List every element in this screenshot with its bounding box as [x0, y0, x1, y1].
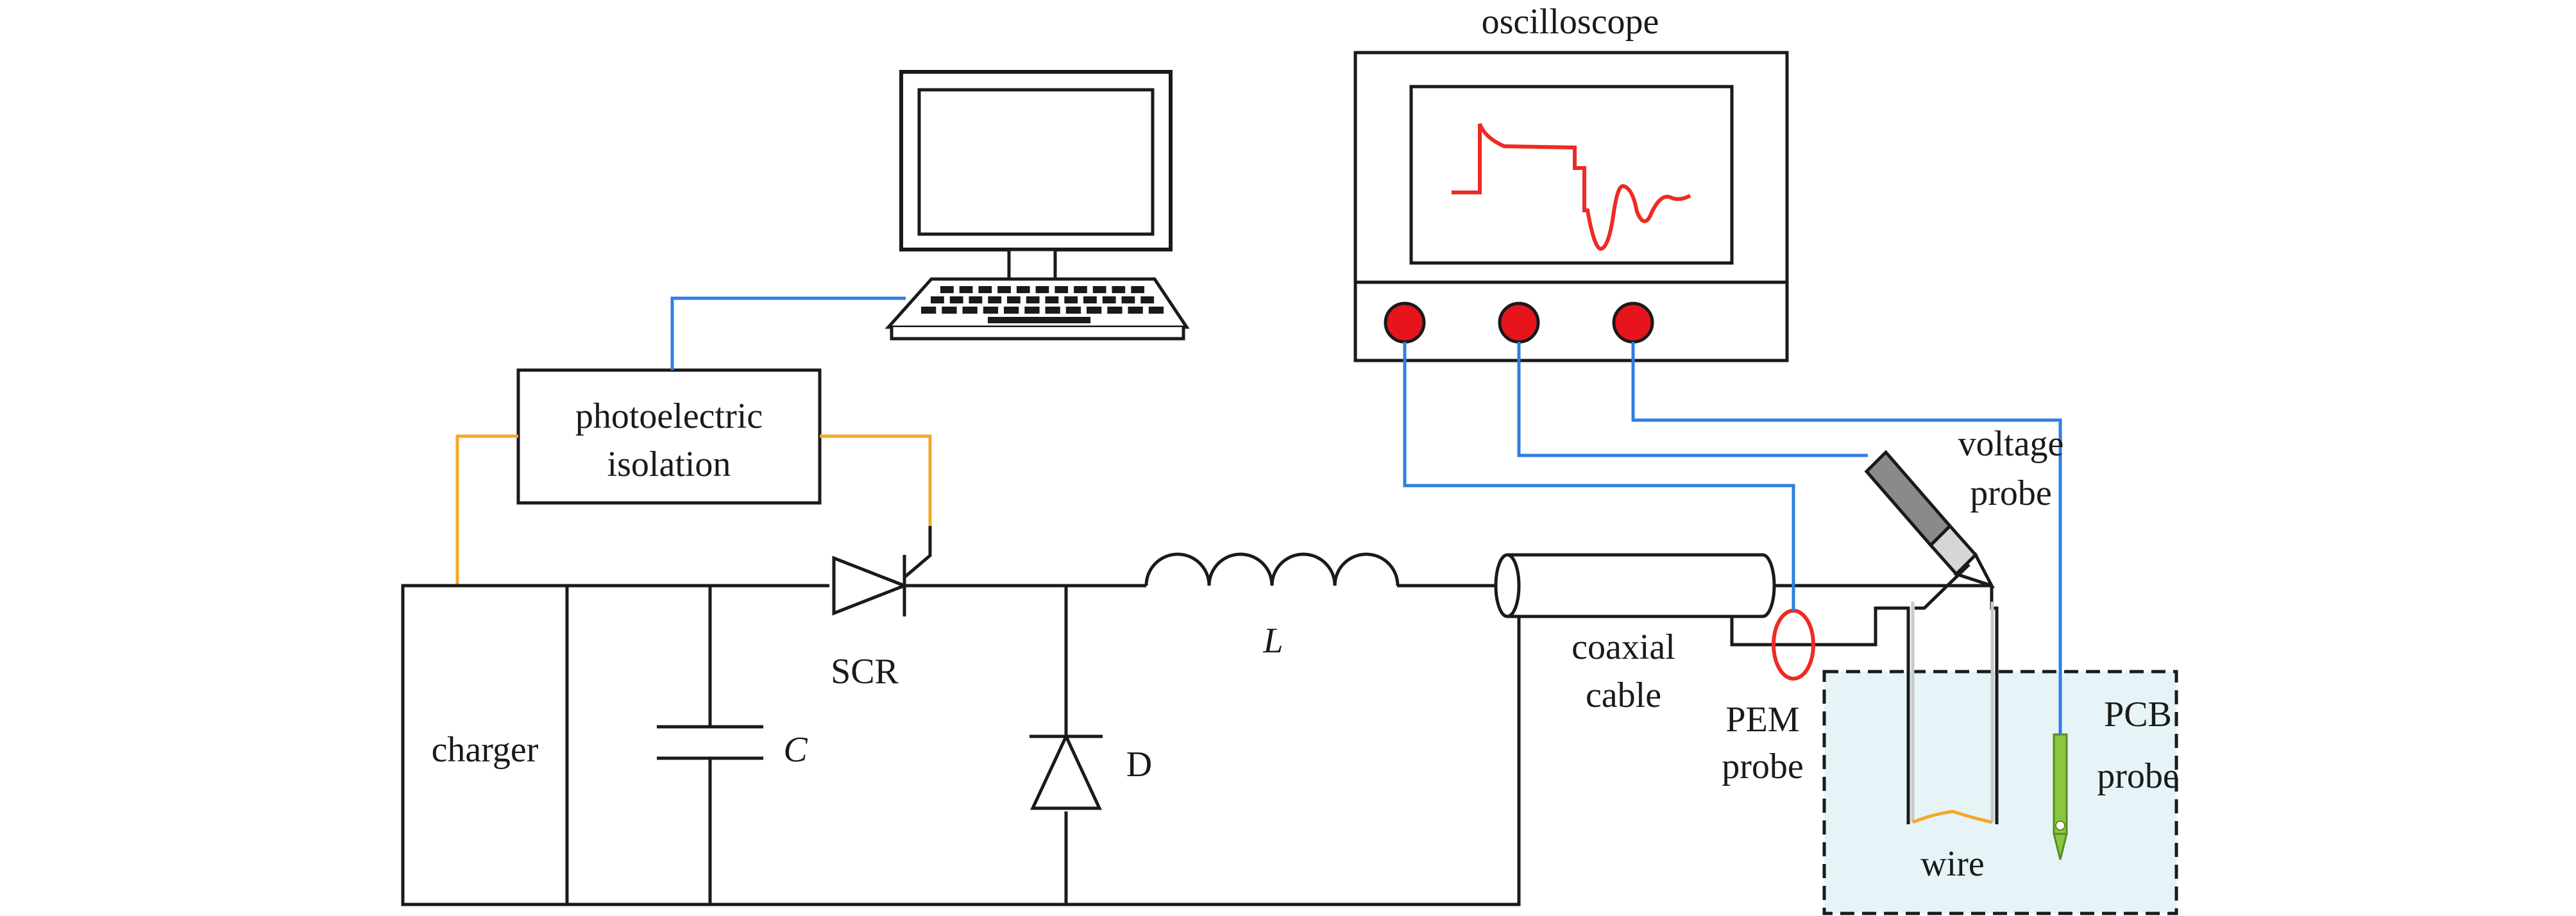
channel-3-knob — [1612, 301, 1654, 344]
pem-probe-label-line2: probe — [1722, 747, 1804, 786]
photoelectric-label-line1: photoelectric — [575, 396, 763, 436]
diode-symbol — [1030, 733, 1103, 810]
keyboard-key — [959, 286, 973, 293]
keyboard-key — [1102, 296, 1116, 303]
main-circuit — [401, 526, 1999, 906]
wire-label: wire — [1920, 844, 1985, 884]
capacitor-label: C — [783, 730, 808, 770]
keyboard-key — [988, 296, 1002, 303]
keyboard-key — [1074, 286, 1087, 293]
keyboard-key — [1121, 296, 1135, 303]
inductor-coil — [1144, 552, 1400, 586]
voltage-probe-icon — [1864, 450, 1996, 610]
keyboard-key — [921, 307, 936, 314]
keyboard-key — [1112, 286, 1126, 293]
pcb-probe-label-line2: probe — [2097, 756, 2179, 796]
keyboard-key — [969, 296, 983, 303]
charger-label: charger — [432, 730, 539, 770]
keyboard-key — [1092, 286, 1106, 293]
scr-symbol — [832, 526, 932, 616]
keyboard-spacebar — [988, 317, 1090, 323]
charger-box — [401, 584, 569, 906]
channel-2-knob — [1498, 301, 1540, 344]
oscilloscope-icon — [1353, 51, 1789, 362]
test-wire-loop — [1912, 810, 1993, 824]
keyboard-key — [1065, 307, 1081, 314]
photoelectric-isolation-box — [516, 368, 822, 505]
voltage-probe-label-line2: probe — [1970, 473, 2052, 513]
waveform-trace — [1452, 123, 1691, 251]
coaxial-label-line2: cable — [1586, 675, 1661, 715]
scr-label: SCR — [831, 652, 899, 691]
keyboard-key — [1128, 307, 1143, 314]
diode-label: D — [1126, 745, 1152, 785]
keyboard-key — [962, 307, 978, 314]
keyboard-key — [949, 296, 963, 303]
oscilloscope-label: oscilloscope — [1482, 2, 1659, 42]
channel-1-knob — [1384, 301, 1426, 344]
keyboard-key — [1064, 296, 1078, 303]
keyboard-key — [1026, 296, 1040, 303]
voltage-probe-label-line1: voltage — [1958, 424, 2064, 464]
keyboard-key — [1035, 286, 1049, 293]
keyboard-key — [942, 307, 957, 314]
keyboard-key — [940, 286, 954, 293]
keyboard-key — [1107, 307, 1123, 314]
channel-3-cable — [1631, 342, 2062, 734]
keyboard-key — [1140, 296, 1155, 303]
keyboard-key — [1004, 307, 1019, 314]
keyboard-key — [1148, 307, 1164, 314]
keyboard-key — [978, 286, 992, 293]
coaxial-cable — [1494, 553, 1776, 618]
monitor-stand — [1007, 248, 1057, 281]
keyboard-key — [1045, 307, 1060, 314]
charger-control-cable — [455, 434, 518, 586]
keyboard-key — [1007, 296, 1021, 303]
computer-signal-cable — [670, 296, 906, 370]
keyboard-key — [983, 307, 999, 314]
channel-1-cable — [1403, 342, 1795, 611]
keyboard-key — [997, 286, 1011, 293]
coaxial-label-line1: coaxial — [1572, 627, 1675, 667]
keyboard-key — [1016, 286, 1030, 293]
keyboard-icon — [885, 277, 1190, 341]
keyboard-key — [1131, 286, 1144, 293]
inductor-label: L — [1262, 621, 1283, 661]
pcb-probe — [2053, 733, 2068, 860]
keyboard-key — [1087, 307, 1102, 314]
keyboard-key — [931, 296, 944, 303]
desktop-computer-icon — [885, 70, 1190, 341]
keyboard-key — [1045, 296, 1059, 303]
scr-gate-cable — [820, 434, 932, 526]
keyboard-key — [1083, 296, 1097, 303]
keyboard-key — [1024, 307, 1040, 314]
photoelectric-label-line2: isolation — [607, 445, 731, 484]
test-area — [1822, 670, 2178, 915]
pem-probe-label-line1: PEM — [1725, 700, 1799, 740]
monitor-screen — [917, 88, 1155, 236]
pcb-probe-label-line1: PCB — [2104, 695, 2172, 734]
oscilloscope-screen — [1409, 85, 1734, 265]
keyboard-key — [1055, 286, 1069, 293]
channel-2-cable — [1517, 342, 1868, 457]
